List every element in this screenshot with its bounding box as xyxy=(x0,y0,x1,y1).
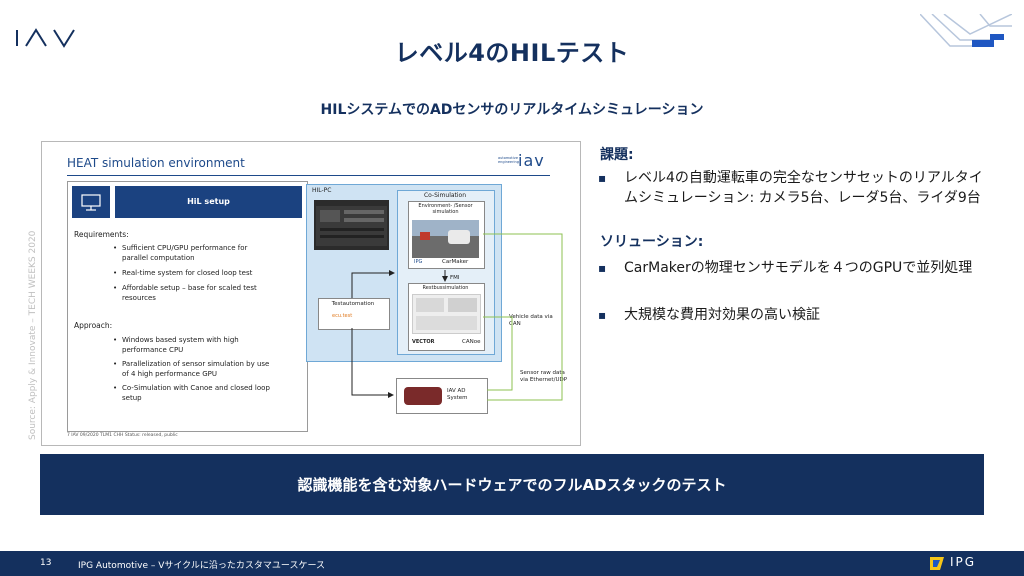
diagram-connectors xyxy=(351,233,563,401)
co-simulation-label: Co-Simulation xyxy=(423,192,467,199)
slide-subtitle: HILシステムでのADセンサのリアルタイムシミュレーション xyxy=(320,102,704,118)
slide-title: レベル4のHILテスト xyxy=(394,39,630,67)
solution-bullet: CarMakerの物理センサモデルを４つのGPUで並列処理 xyxy=(598,258,984,278)
ipg-small-logo: IPG xyxy=(414,259,423,265)
server-image xyxy=(314,200,389,250)
corner-decoration xyxy=(920,14,1012,47)
restbus-label: Restbussimulation xyxy=(422,285,469,291)
iav-small-logo: automotive engineering iav xyxy=(498,151,545,170)
approach-item: Parallelization of sensor simulation by … xyxy=(113,360,272,379)
source-note: Source: Apply & Innovate – TECH WEEKS 20… xyxy=(28,230,38,440)
carmaker-label: CarMaker xyxy=(442,259,469,265)
requirement-item: Sufficient CPU/GPU performance for paral… xyxy=(113,244,272,263)
testautomation-label: Testautomation xyxy=(331,301,375,307)
embedded-footer-note: 7 IAV 09/2020 TLM1 CHH Status: released,… xyxy=(67,433,178,438)
approach-label: Approach: xyxy=(74,321,113,330)
canoe-label: CANoe xyxy=(462,339,481,345)
ipg-logo-text: IPG xyxy=(950,555,977,569)
iav-ad-system-label: IAV AD System xyxy=(447,388,468,401)
solution-heading: ソリューション: xyxy=(600,234,704,250)
solution-bullet: 大規模な費用対効果の高い検証 xyxy=(598,305,984,325)
requirement-item: Affordable setup – base for scaled test … xyxy=(113,284,272,303)
hil-setup-header: HiL setup xyxy=(115,186,302,218)
testautomation-box xyxy=(318,298,390,330)
title-rule xyxy=(67,175,550,176)
approach-item: Windows based system with high performan… xyxy=(113,336,272,355)
task-bullet: レベル4の自動運転車の完全なセンサセットのリアルタイムシミュレーション: カメラ… xyxy=(598,168,984,208)
iav-small-logo-text: iav xyxy=(518,151,545,170)
footer-bar: 13 IPG Automotive – Vサイクルに沿ったカスタマユースケース … xyxy=(0,551,1024,576)
vector-logo: VECTOR xyxy=(412,339,435,345)
ecu-test-logo: ecu.test xyxy=(332,313,353,319)
summary-banner-text: 認識機能を含む対象ハードウェアでのフルADスタックのテスト xyxy=(297,476,727,494)
ipg-logo-icon xyxy=(930,557,944,570)
task-heading: 課題: xyxy=(600,147,634,163)
page-number: 13 xyxy=(40,558,52,568)
requirement-item: Real-time system for closed loop test xyxy=(113,269,272,279)
iav-logo xyxy=(16,28,75,48)
summary-banner: 認識機能を含む対象ハードウェアでのフルADスタックのテスト xyxy=(40,454,984,515)
monitor-icon xyxy=(72,186,110,218)
hil-pc-label: HIL-PC xyxy=(312,187,332,194)
vehicle-data-label: Vehicle data via CAN xyxy=(509,314,553,327)
embedded-slide-title: HEAT simulation environment xyxy=(67,156,245,170)
sensor-raw-data-label: Sensor raw data via Ethernet/UDP xyxy=(520,370,568,383)
approach-item: Co-Simulation with Canoe and closed loop… xyxy=(113,384,272,403)
canoe-screenshot xyxy=(412,294,481,334)
requirements-label: Requirements: xyxy=(74,230,129,239)
fmi-label: FMI xyxy=(450,275,460,281)
environment-sensor-label: Environment- /Sensor simulation xyxy=(418,203,473,215)
simulation-scene-image xyxy=(412,220,479,258)
car-image xyxy=(404,387,442,405)
embedded-slide: HEAT simulation environment automotive e… xyxy=(41,141,581,446)
footer-text: IPG Automotive – Vサイクルに沿ったカスタマユースケース xyxy=(78,561,326,571)
